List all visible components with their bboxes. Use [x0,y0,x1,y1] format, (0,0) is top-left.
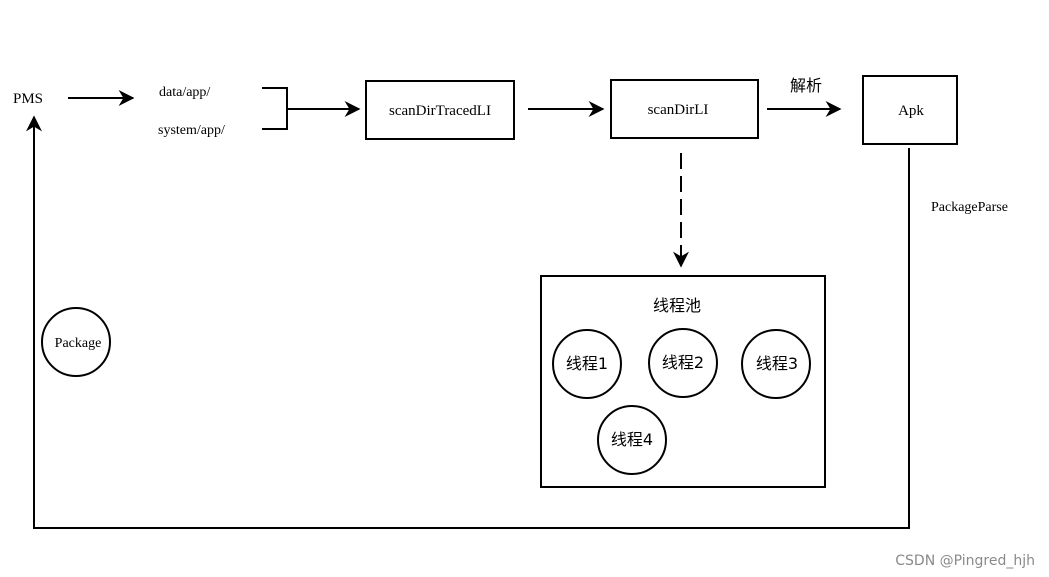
thread-label-1: 线程1 [566,354,608,373]
thread-circle-3 [741,329,811,399]
apk-box [862,75,958,145]
thread-pool-label: 线程池 [653,296,701,315]
thread-label-3: 线程3 [756,354,798,373]
thread-circle-2 [648,328,718,398]
package-label: Package [55,336,102,351]
apk-label: Apk [898,103,924,119]
thread-circle-1 [552,329,622,399]
thread-pool-node: 线程池 线程1 线程2 线程3 线程4 [540,275,826,488]
thread-node-2: 线程2 [648,328,718,398]
package-circle [41,307,111,377]
scan-dir-traced-box [365,80,515,140]
scan-dir-node: scanDirLI [610,79,759,139]
watermark: CSDN @Pingred_hjh [895,553,1035,569]
thread-node-3: 线程3 [741,329,811,399]
scan-dir-traced-label: scanDirTracedLI [389,103,491,119]
package-parse-label: PackageParse [931,200,1008,215]
scan-dir-box [610,79,759,139]
paths-bracket [262,87,288,130]
system-app-label: system/app/ [158,123,225,138]
apk-node: Apk [862,75,958,145]
scan-dir-label: scanDirLI [648,102,709,118]
thread-label-2: 线程2 [662,353,704,372]
thread-label-4: 线程4 [611,430,653,449]
pms-label: PMS [13,91,43,107]
scan-dir-traced-node: scanDirTracedLI [365,80,515,140]
thread-circle-4 [597,405,667,475]
return-path-apk-to-pms [26,115,910,529]
thread-node-4: 线程4 [597,405,667,475]
data-app-label: data/app/ [159,85,210,100]
package-node: Package [41,307,111,377]
thread-node-1: 线程1 [552,329,622,399]
parse-label: 解析 [790,76,822,95]
